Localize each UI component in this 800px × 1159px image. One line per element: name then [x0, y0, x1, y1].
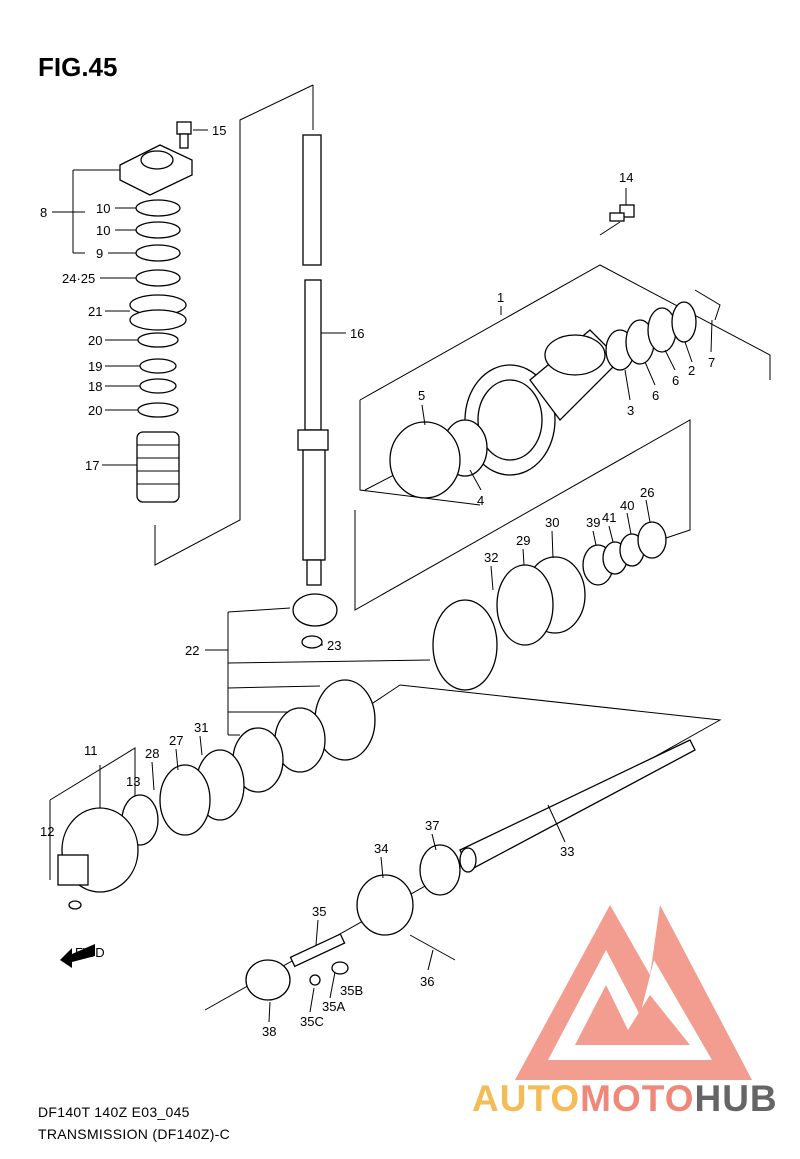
part-propshaft-33 — [459, 739, 696, 873]
callout-6b: 6 — [672, 373, 679, 388]
watermark-logo — [515, 905, 752, 1080]
callout-37: 37 — [425, 818, 439, 833]
callout-30: 30 — [545, 515, 559, 530]
callout-labels: 15 8 10 10 9 24·25 21 20 19 18 20 17 16 … — [40, 123, 715, 1039]
callout-24-25: 24·25 — [62, 271, 95, 286]
rings-26-41 — [496, 521, 667, 646]
callout-1: 1 — [497, 290, 504, 305]
parts-bearings-2-7 — [605, 289, 721, 371]
callout-6a: 6 — [652, 388, 659, 403]
callout-7: 7 — [708, 355, 715, 370]
part-bolt-14 — [599, 188, 635, 236]
callout-35b: 35B — [340, 983, 363, 998]
washer-stack — [129, 199, 187, 418]
callout-20b: 20 — [88, 403, 102, 418]
callout-10b: 10 — [96, 223, 110, 238]
callout-33: 33 — [560, 844, 574, 859]
part-shaft-16 — [297, 134, 329, 586]
callout-12: 12 — [40, 824, 54, 839]
figure-title: FIG.45 — [38, 52, 118, 82]
callout-19: 19 — [88, 359, 102, 374]
callout-27: 27 — [169, 733, 183, 748]
part-gear-11 — [57, 807, 139, 910]
callout-10a: 10 — [96, 201, 110, 216]
watermark-moto: MOTO — [580, 1078, 695, 1119]
callout-35: 35 — [312, 904, 326, 919]
callout-3: 3 — [627, 403, 634, 418]
callout-2: 2 — [688, 363, 695, 378]
callout-40: 40 — [620, 498, 634, 513]
callout-13: 13 — [126, 774, 140, 789]
callout-39: 39 — [586, 515, 600, 530]
fwd-arrow: FWD — [60, 944, 105, 968]
callout-5: 5 — [418, 388, 425, 403]
figure-code: DF140T 140Z E03_045 — [38, 1104, 190, 1120]
callout-21: 21 — [88, 304, 102, 319]
part-housing-8 — [119, 121, 193, 196]
callout-18: 18 — [88, 379, 102, 394]
callout-38: 38 — [262, 1024, 276, 1039]
callout-35a: 35A — [322, 999, 345, 1014]
watermark-auto: AUTO — [472, 1078, 581, 1119]
callout-14: 14 — [619, 170, 633, 185]
callout-28: 28 — [145, 746, 159, 761]
figure-caption: TRANSMISSION (DF140Z)-C — [38, 1126, 231, 1142]
parts-clutch-34-38 — [245, 844, 461, 1001]
callout-35c: 35C — [300, 1014, 324, 1029]
callout-23: 23 — [327, 638, 341, 653]
callout-11: 11 — [84, 743, 98, 758]
callout-20a: 20 — [88, 333, 102, 348]
svg-text:FWD: FWD — [75, 945, 105, 960]
callout-17: 17 — [85, 458, 99, 473]
callout-31: 31 — [194, 720, 208, 735]
callout-29: 29 — [516, 533, 530, 548]
callout-36: 36 — [420, 974, 434, 989]
part-gearcase-1 — [389, 329, 621, 499]
callout-41: 41 — [602, 510, 616, 525]
callout-16: 16 — [350, 326, 364, 341]
callout-26: 26 — [640, 485, 654, 500]
callout-15: 15 — [212, 123, 226, 138]
watermark-hub: HUB — [694, 1078, 778, 1119]
callout-8: 8 — [40, 205, 47, 220]
callout-9: 9 — [96, 246, 103, 261]
callout-34: 34 — [374, 841, 388, 856]
part-boot-17 — [136, 431, 180, 503]
part-gear-22 — [121, 593, 498, 846]
callout-32: 32 — [484, 550, 498, 565]
callout-4: 4 — [477, 493, 484, 508]
callout-22: 22 — [185, 643, 199, 658]
watermark-text: AUTOMOTOHUB — [472, 1078, 778, 1120]
